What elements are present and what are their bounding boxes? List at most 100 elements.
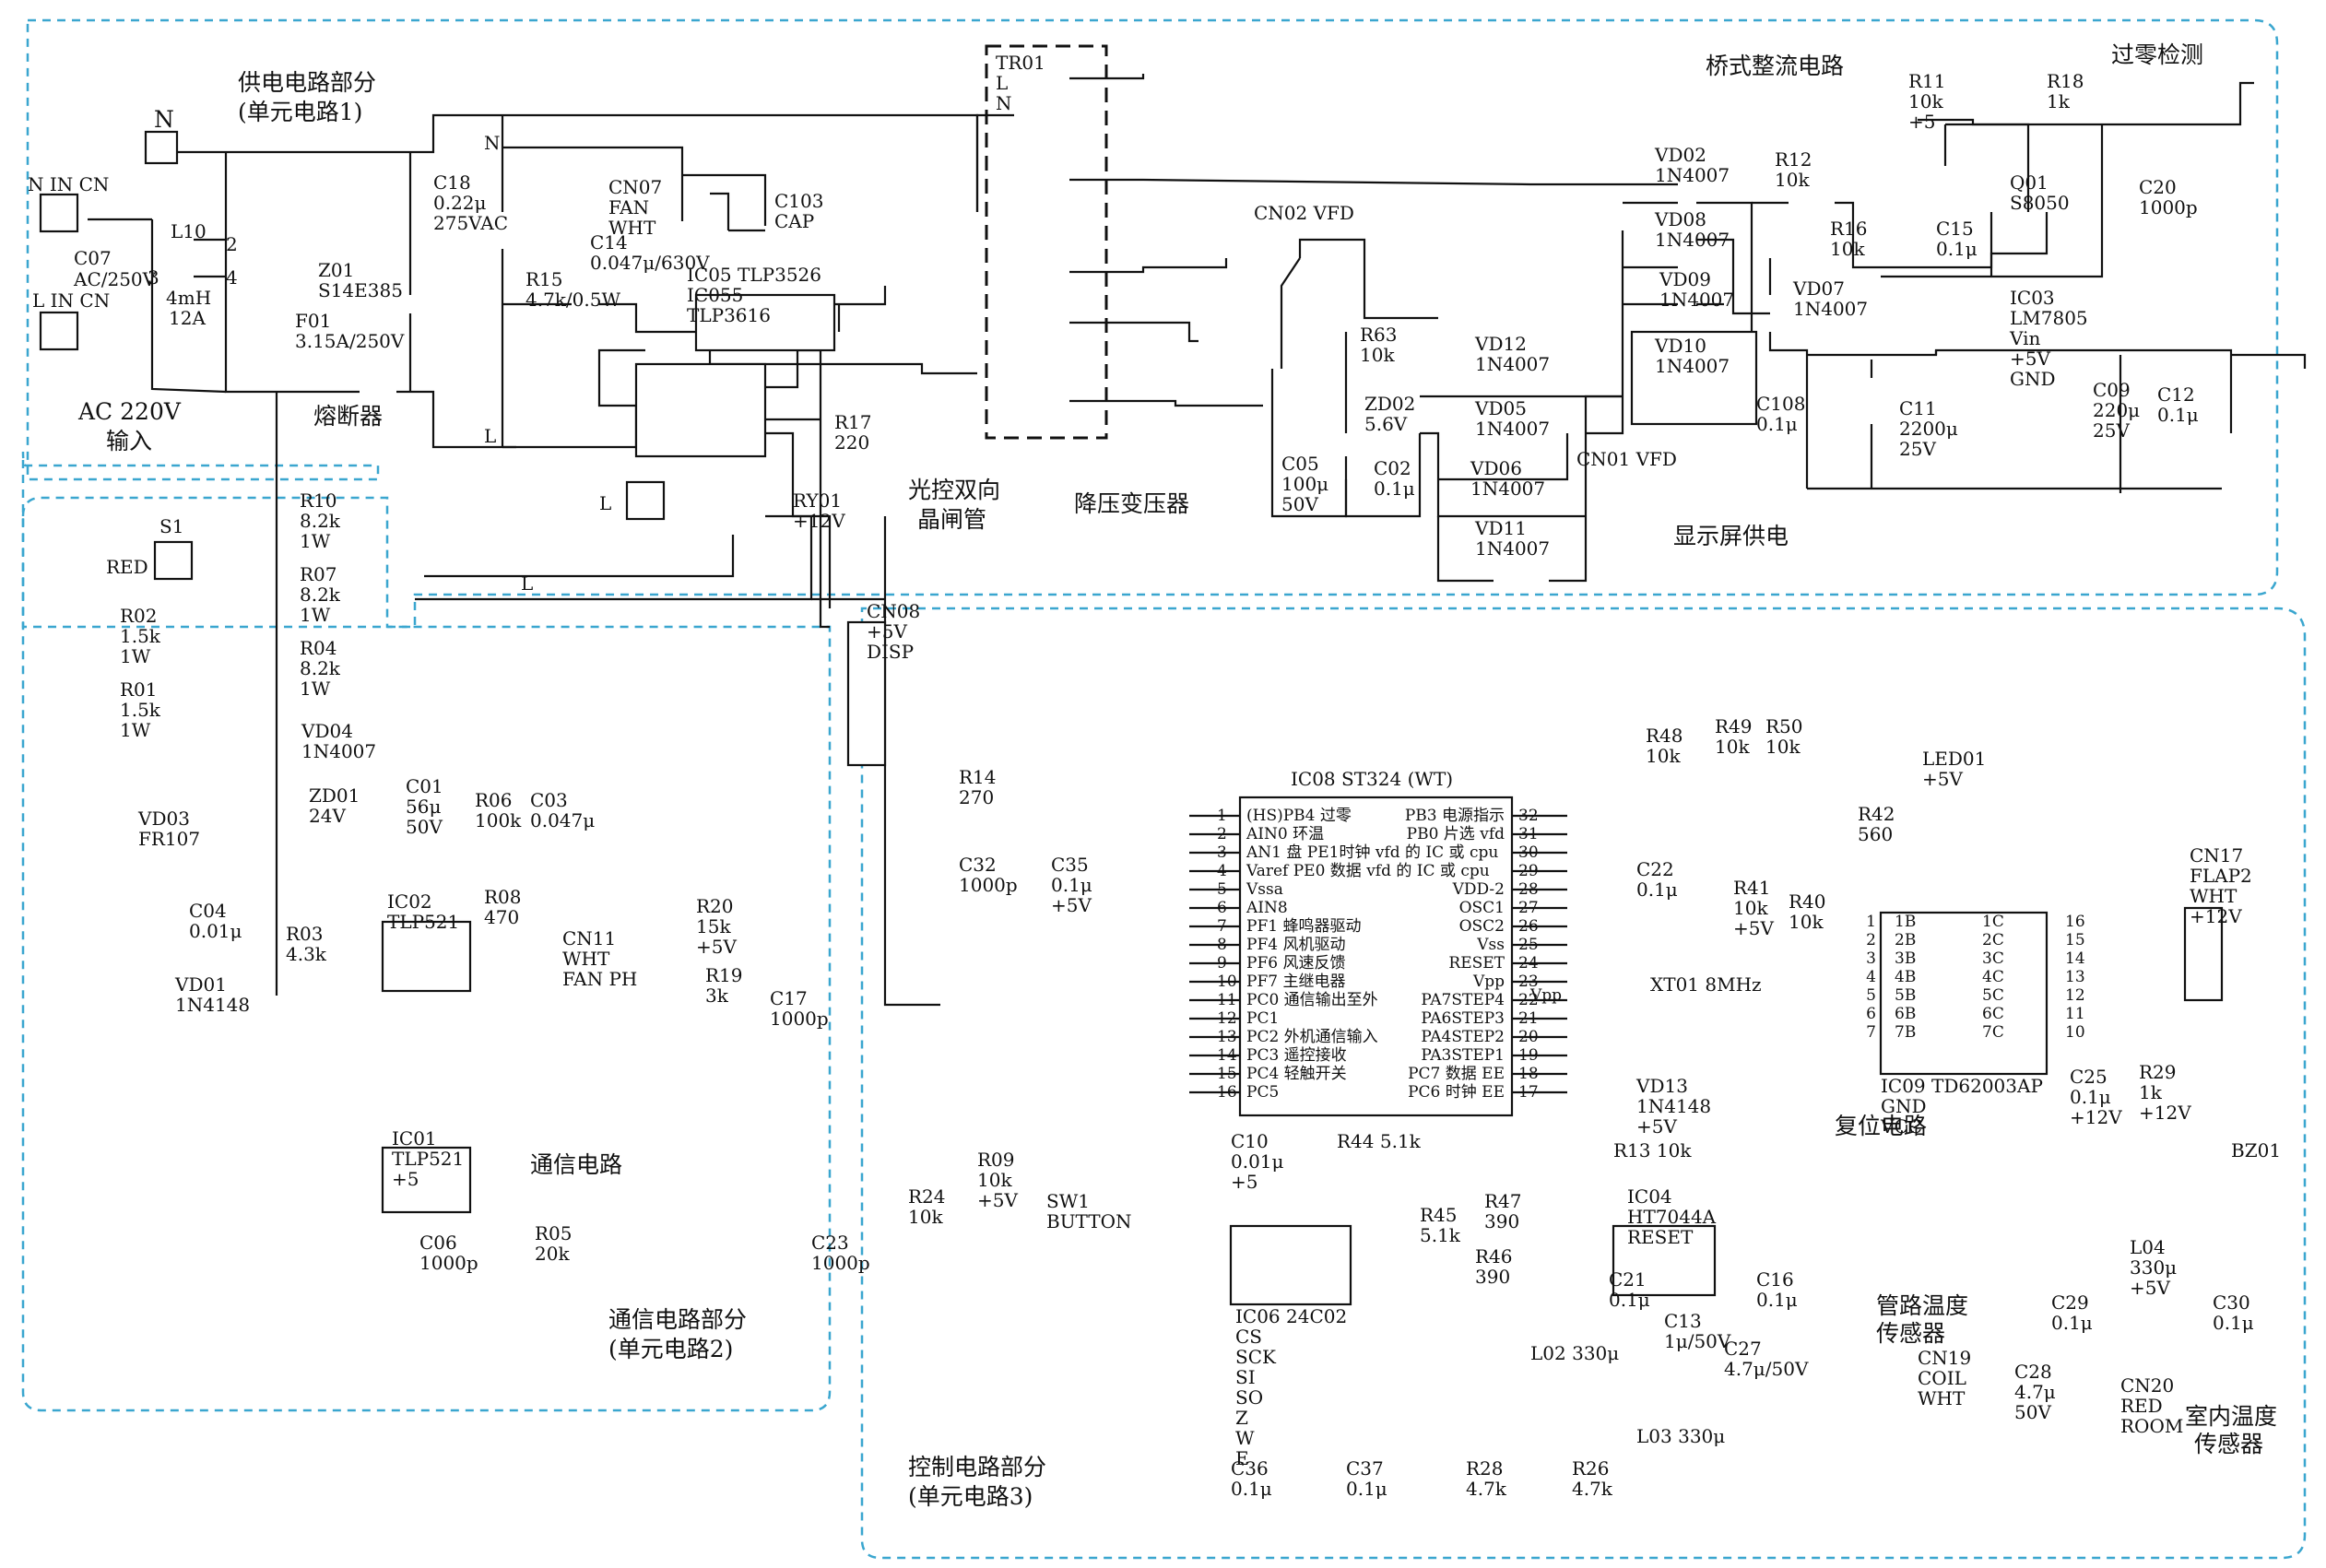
cn17-body	[2183, 906, 2224, 1002]
component-c37-line-0: C37	[1346, 1457, 1384, 1480]
component-c13-line-0: C13	[1664, 1310, 1702, 1332]
terminal-l-in	[39, 311, 79, 351]
component-r41-line-0: R41	[1733, 877, 1771, 899]
component-sw1-line-0: SW1	[1046, 1190, 1090, 1212]
component-r29-line-0: R29	[2139, 1061, 2177, 1083]
mcu-left-pin-3: AN1 盘 PE1时钟 vfd 的 IC 或 cpu	[1246, 843, 1498, 862]
component-led01-line-1: +5V	[1922, 768, 1963, 790]
ic09-right-pin-number: 11	[2065, 1005, 2085, 1023]
callout-bridge: 桥式整流电路	[1706, 53, 1844, 79]
component-r04-line-2: 1W	[300, 678, 331, 700]
mcu-right-pin-20: PA4STEP2	[1421, 1028, 1505, 1046]
component-cn11-line-1: WHT	[562, 948, 610, 970]
component-xt01-line-0: XT01 8MHz	[1650, 973, 1762, 996]
mcu-right-pin-26: OSC2	[1459, 917, 1505, 936]
component-r44: R44 5.1k	[1337, 1130, 1422, 1152]
section-comm-sub: (单元电路2)	[608, 1336, 733, 1362]
component-symbols	[39, 44, 2224, 1306]
ic09-right-pin-14: 3C	[1982, 949, 2004, 968]
terminal-n	[144, 130, 179, 165]
component-c25-line-0: C25	[2070, 1066, 2108, 1088]
component-ic03-line-4: GND	[2010, 368, 2056, 390]
component-cn08-line-1: +5V	[867, 620, 907, 643]
ic09-left-pin-2: 2B	[1895, 931, 1916, 949]
component-cn07-line-1: FAN	[608, 196, 649, 218]
component-vd03-line-0: VD03	[137, 808, 190, 830]
section-control-title: 控制电路部分	[908, 1454, 1046, 1480]
component-ic02-line-0: IC02	[387, 890, 432, 913]
component-l03: L03 330μ	[1636, 1425, 1725, 1447]
component-vd07-line-1: 1N4007	[1793, 298, 1868, 320]
ic02-body	[381, 920, 472, 993]
component-c03-line-1: 0.047μ	[530, 809, 595, 831]
component-c18-line-1: 0.22μ	[433, 192, 487, 214]
component-vd02-line-1: 1N4007	[1655, 164, 1730, 186]
component-bz01-line-0: BZ01	[2231, 1139, 2281, 1161]
component-z01-line-1: S14E385	[318, 279, 403, 301]
component-r01-line-0: R01	[120, 678, 158, 701]
component-labels: C180.22μ275VACZ01S14E385F013.15A/250VCN0…	[120, 52, 2281, 1500]
label-c07: C07	[74, 247, 112, 269]
component-cn17-line-2: WHT	[2190, 885, 2237, 907]
component-xt01: XT01 8MHz	[1650, 973, 1762, 996]
component-r47-line-0: R47	[1484, 1190, 1522, 1212]
callout-triac-2: 晶闸管	[917, 506, 986, 533]
component-ic05-line-0: IC05 TLP3526	[687, 264, 821, 286]
mcu-left-pin-4: Varef PE0 数据 vfd 的 IC 或 cpu	[1246, 862, 1490, 880]
callout-step-down: 降压变压器	[1074, 490, 1189, 517]
component-r11-line-1: 10k	[1908, 90, 1943, 112]
component-c11-line-2: 25V	[1899, 438, 1936, 460]
component-r40-line-1: 10k	[1789, 911, 1824, 933]
component-cn08-line-2: DISP	[867, 641, 914, 663]
component-vd06-line-0: VD06	[1470, 457, 1522, 479]
component-f01-line-1: 3.15A/250V	[295, 330, 405, 352]
component-c21-line-1: 0.1μ	[1609, 1289, 1650, 1311]
component-c29-line-0: C29	[2051, 1291, 2089, 1314]
component-ic03-line-3: +5V	[2010, 348, 2050, 370]
mcu-left-pin-1: (HS)PB4 过零	[1246, 807, 1352, 825]
component-c10-line-0: C10	[1231, 1130, 1269, 1152]
component-ic06-line-1: CS	[1235, 1326, 1262, 1348]
component-c103-line-0: C103	[774, 190, 823, 212]
label-pin3: 3	[148, 266, 159, 289]
mcu-left-pin-15: PC4 轻触开关	[1246, 1065, 1347, 1083]
component-vd10-line-1: 1N4007	[1655, 355, 1730, 377]
component-ic03-line-0: IC03	[2010, 287, 2055, 309]
ic09-right-pin-number: 13	[2065, 968, 2085, 986]
mcu-left-pin-5: Vssa	[1246, 880, 1283, 899]
callout-pipe-sensor: 管路温度	[1876, 1292, 1968, 1319]
terminal-labels: N N IN CN L IN CN L S1 RED C07 AC/250V L…	[28, 106, 611, 595]
component-ic06-line-6: W	[1235, 1427, 1255, 1449]
component-r16-line-1: 10k	[1830, 238, 1865, 260]
component-ic06-line-0: IC06 24C02	[1235, 1305, 1347, 1327]
component-ic03-line-1: LM7805	[2010, 307, 2088, 329]
component-c03-line-0: C03	[530, 789, 568, 811]
component-q01-line-0: Q01	[2010, 171, 2049, 194]
label-l10: L10	[171, 220, 207, 242]
wiring	[88, 74, 2307, 1007]
ic04-body	[1612, 1224, 1717, 1297]
component-cn08-line-0: CN08	[867, 600, 920, 622]
component-vd13-line-1: 1N4148	[1636, 1095, 1711, 1117]
component-vd09-line-1: 1N4007	[1659, 289, 1734, 311]
